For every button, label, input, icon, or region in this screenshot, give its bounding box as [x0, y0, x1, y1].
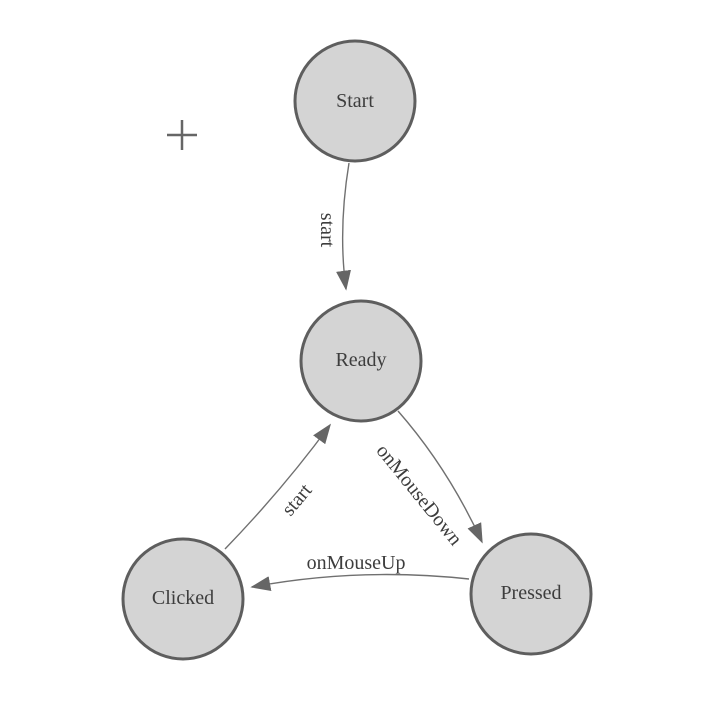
state-node-ready-circle[interactable] — [299, 299, 423, 423]
crosshair-icon — [167, 120, 197, 150]
edge-pressed-to-clicked-path[interactable] — [250, 573, 470, 591]
edge-label-start-2: start — [278, 479, 317, 520]
edge-ready-to-pressed-path[interactable] — [397, 410, 483, 544]
state-node-clicked-circle[interactable] — [121, 537, 245, 661]
edge-clicked-to-ready[interactable]: start — [224, 423, 331, 550]
state-node-pressed[interactable]: Pressed — [469, 532, 593, 656]
edge-start-to-ready-path[interactable] — [336, 162, 351, 291]
state-node-start[interactable]: Start — [293, 39, 417, 163]
state-node-ready[interactable]: Ready — [299, 299, 423, 423]
edge-ready-to-pressed[interactable]: onMouseDown — [372, 410, 483, 550]
state-node-pressed-circle[interactable] — [469, 532, 593, 656]
edge-clicked-to-ready-path[interactable] — [224, 423, 331, 550]
edge-pressed-to-clicked[interactable]: onMouseUp — [250, 552, 470, 591]
edge-label-onmouseup: onMouseUp — [307, 552, 406, 574]
edge-start-to-ready[interactable]: start — [316, 162, 351, 291]
state-node-clicked[interactable]: Clicked — [121, 537, 245, 661]
state-node-start-circle[interactable] — [293, 39, 417, 163]
edge-label-onmousedown: onMouseDown — [372, 440, 467, 550]
edge-label-start-1: start — [316, 213, 338, 248]
